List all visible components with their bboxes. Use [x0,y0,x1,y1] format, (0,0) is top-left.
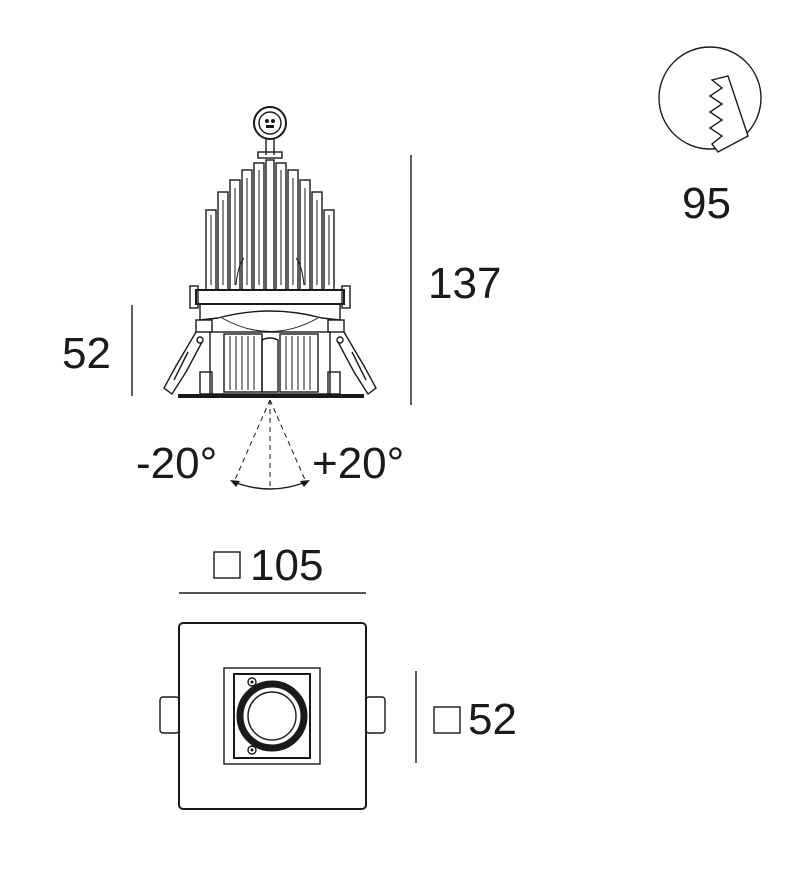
aperture-frame [223,667,321,765]
tilt-indicator [230,399,310,490]
trim-flange [178,394,364,398]
tilt-plus-label: +20° [312,439,404,488]
aperture-inner [233,673,311,759]
screw-bottom [247,745,257,755]
side-clip-left [159,696,180,734]
ceiling-cutout-icon [658,46,762,153]
screw-top [247,677,257,687]
cutout-diameter-label: 95 [682,179,731,228]
aperture-size-label: 52 [468,695,517,744]
front-view: 105 52 [159,541,517,810]
square-symbol-icon [433,706,461,734]
heat-sink [205,159,335,291]
lamp-ring-outer [236,680,308,752]
mounting-body [189,285,351,333]
tilt-minus-label: -20° [136,439,217,488]
lamp-housing [199,331,341,395]
spring-clip-left [163,331,204,396]
visible-height-label: 52 [62,329,111,378]
spring-clip-right [336,331,377,396]
side-clip-right [365,696,386,734]
frame-size-label: 105 [250,541,323,590]
adjustment-knob [253,106,287,159]
lamp-ring-inner [247,691,297,741]
square-symbol-icon [213,551,241,579]
square-trim [178,622,367,810]
total-height-label: 137 [428,259,501,308]
side-view: -20° +20° 137 52 [62,106,501,490]
